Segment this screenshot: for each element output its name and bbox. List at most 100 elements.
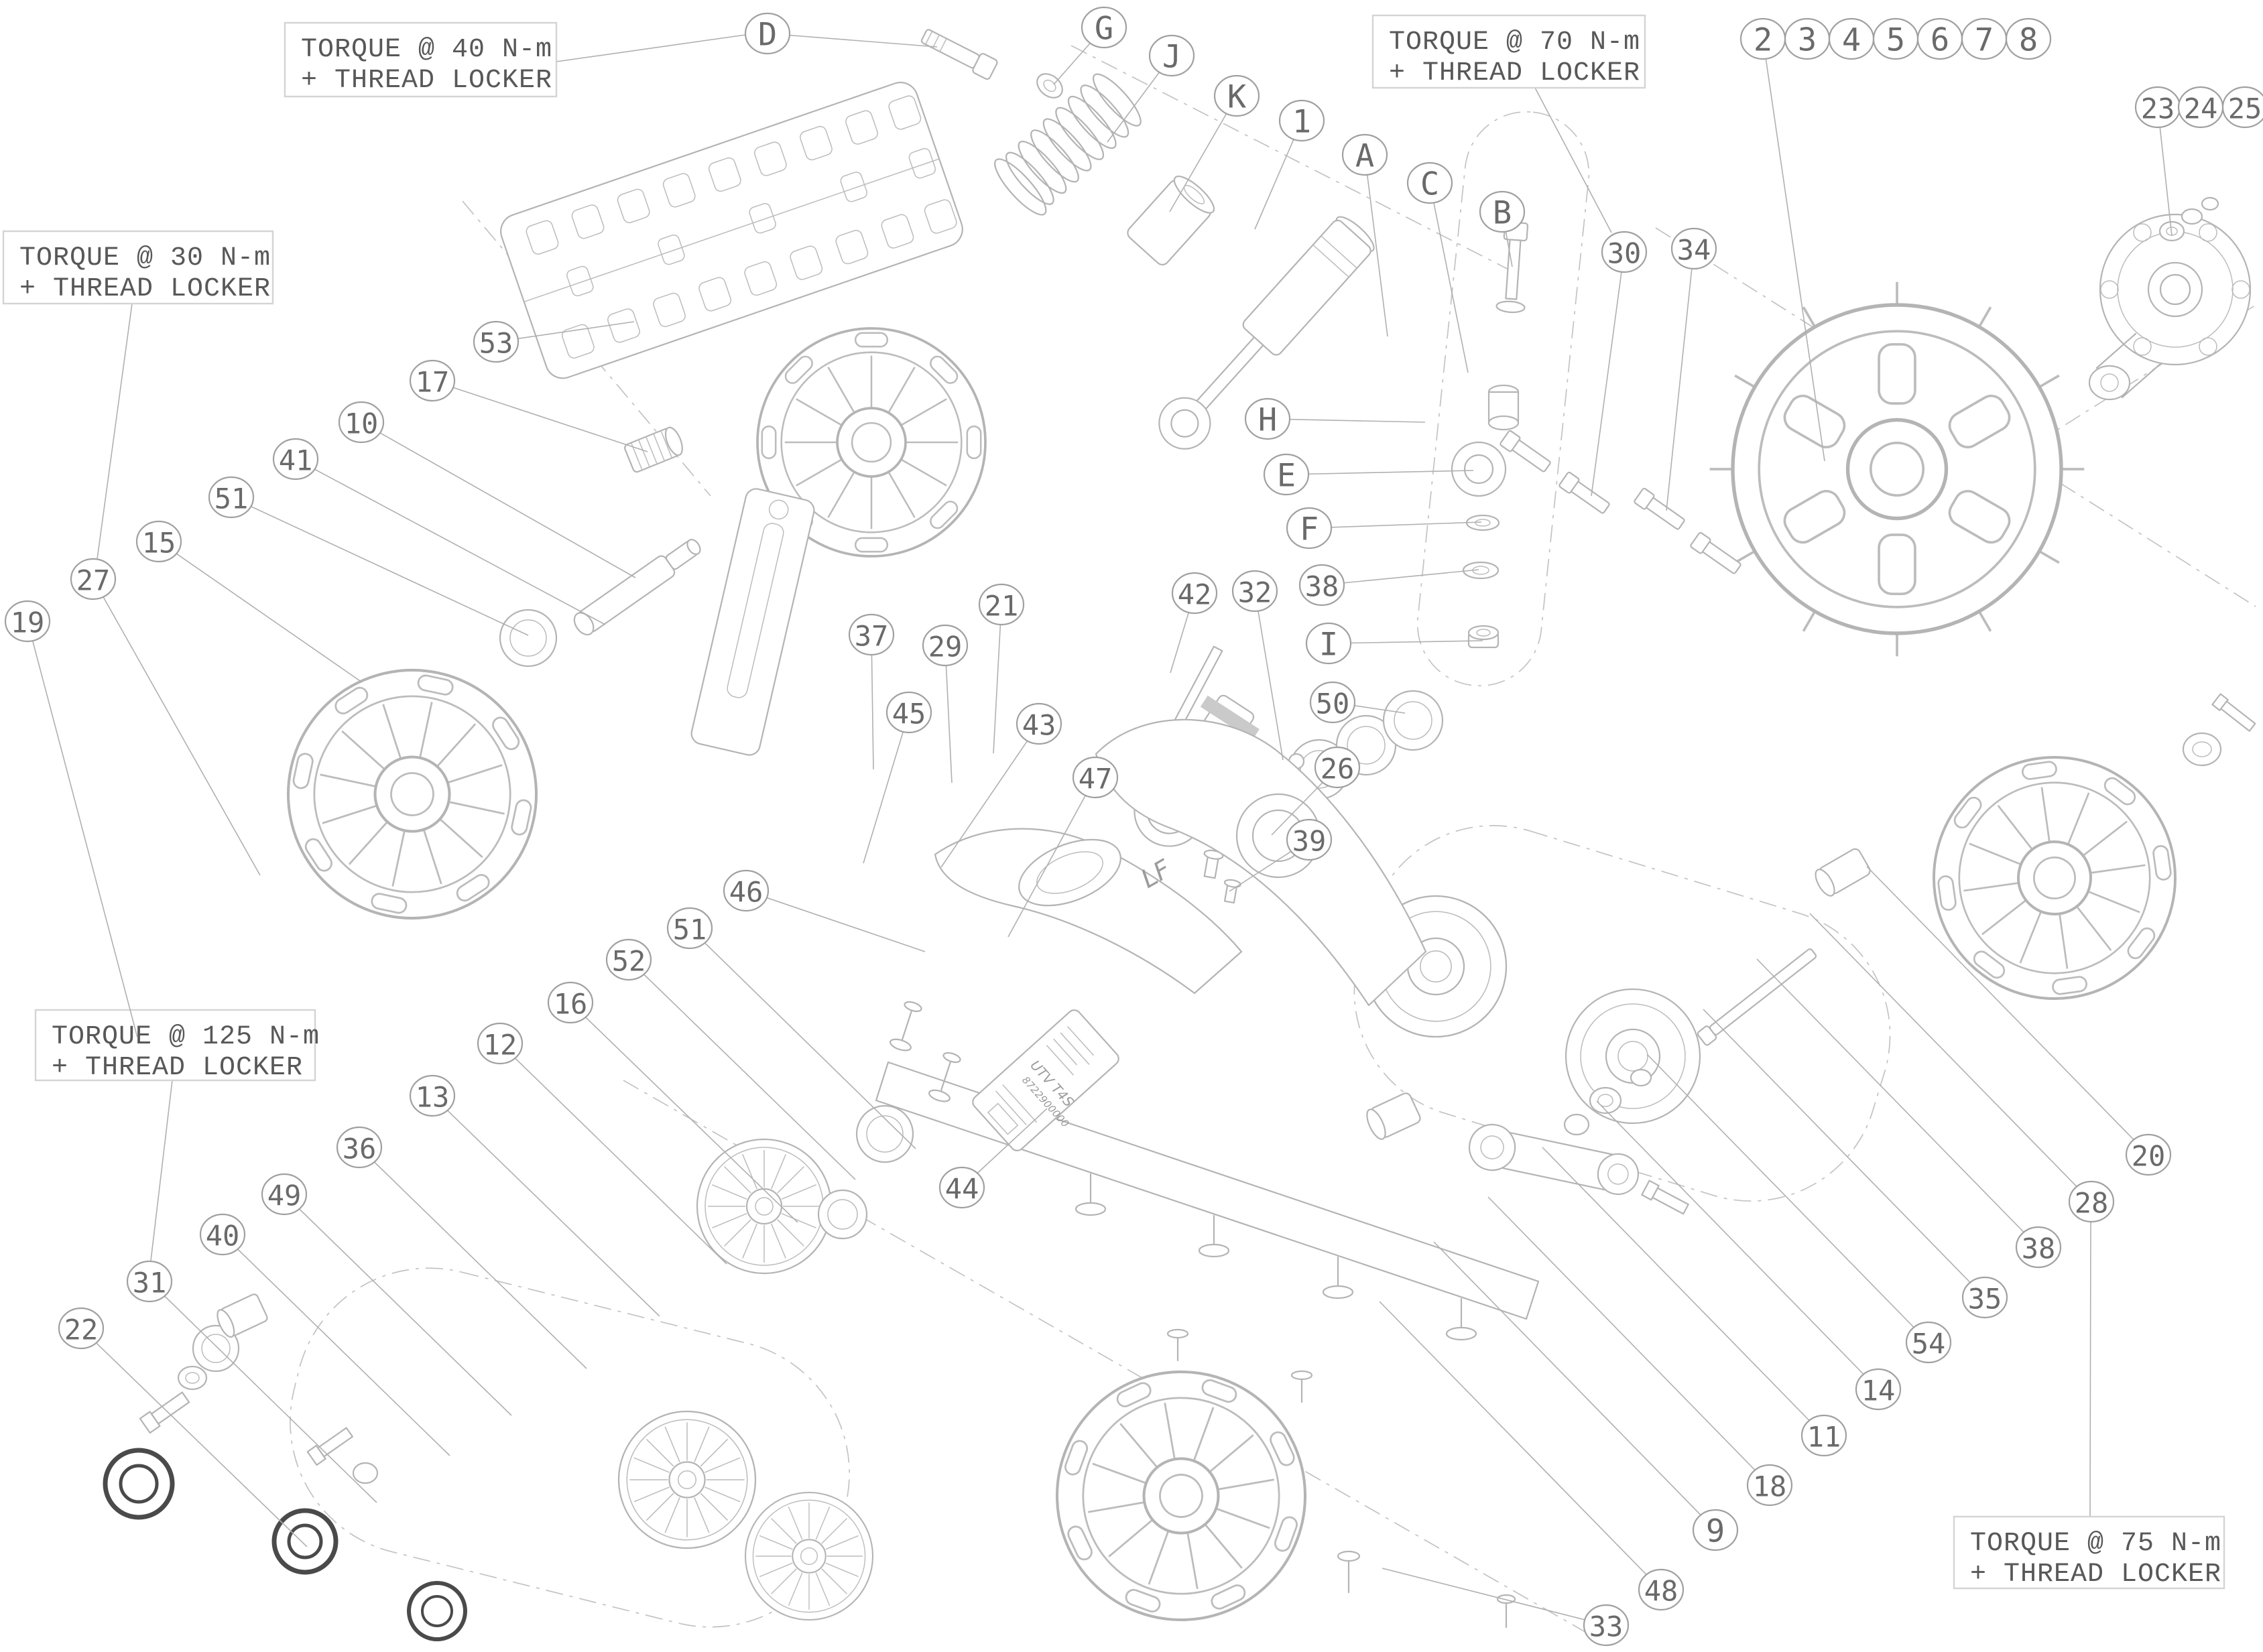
road-wheel-bottom xyxy=(1022,1337,1340,1652)
callout-label: 13 xyxy=(416,1081,450,1114)
callout-bubble xyxy=(409,359,456,402)
callout-32: 32 xyxy=(1231,570,1284,761)
callout-leader-line xyxy=(1169,95,1237,212)
torque-note-70: TORQUE @ 70 N-m+ THREAD LOCKER xyxy=(1371,14,1646,233)
bump-stop xyxy=(1127,176,1215,266)
callout-label: 49 xyxy=(267,1180,302,1212)
callout-A: A xyxy=(1341,133,1388,337)
callout-49: 49 xyxy=(261,1173,512,1416)
bearing-ring-2-inner xyxy=(827,1199,858,1230)
callout-bubble xyxy=(1171,572,1218,615)
torque-note-line2: + THREAD LOCKER xyxy=(1389,58,1640,88)
callout-bubble xyxy=(1213,74,1260,117)
callout-label: 17 xyxy=(416,366,450,399)
callout-leader-line xyxy=(1866,866,2149,1155)
torque-note-line1: TORQUE @ 125 N-m xyxy=(52,1022,320,1052)
callout-label: 51 xyxy=(215,483,249,515)
callout-leader-line xyxy=(1267,418,1426,423)
callout-leader-line xyxy=(1382,1568,1607,1626)
callout-bubble xyxy=(1314,746,1361,789)
callout-bubble xyxy=(199,1213,246,1256)
callout-label: 43 xyxy=(1022,709,1056,742)
callout-bubble xyxy=(70,558,117,600)
small-screw-2 xyxy=(1223,879,1241,904)
callout-E: E xyxy=(1263,453,1474,496)
torque-note-75: TORQUE @ 75 N-m+ THREAD LOCKER xyxy=(1953,1222,2225,1590)
callout-bubble xyxy=(2015,1226,2062,1269)
callout-bubble xyxy=(1263,453,1310,496)
splined-adapter xyxy=(624,426,683,473)
callout-label: 53 xyxy=(479,327,513,360)
callout-label: 18 xyxy=(1753,1470,1787,1503)
callout-46: 46 xyxy=(723,869,926,952)
callout-54: 54 xyxy=(1646,1054,1952,1364)
drive-sprocket xyxy=(1710,282,2085,657)
callout-leader-line xyxy=(231,497,529,636)
right-wheel-hardware xyxy=(2182,693,2256,767)
callout-bubble xyxy=(547,981,594,1024)
callout-label: A xyxy=(1355,138,1374,175)
torque-note-line1: TORQUE @ 75 N-m xyxy=(1970,1529,2221,1559)
torque-note-line2: + THREAD LOCKER xyxy=(1970,1560,2221,1590)
callout-label: 44 xyxy=(945,1173,979,1206)
callout-10: 10 xyxy=(338,401,636,578)
hub-shaft xyxy=(2088,332,2162,401)
frame-rail xyxy=(875,1061,1540,1403)
torque-leader-line xyxy=(150,1080,173,1261)
callout-label: 36 xyxy=(343,1133,377,1165)
callout-leader-line xyxy=(499,1043,727,1265)
callout-13: 13 xyxy=(409,1074,660,1317)
callout-leader-line xyxy=(1756,958,2039,1248)
callout-bubble xyxy=(1231,570,1278,613)
callout-bubble xyxy=(261,1173,308,1216)
callout-7: 7 xyxy=(1961,17,2008,60)
callout-bubble xyxy=(744,12,791,55)
callout-42: 42 xyxy=(1170,572,1218,674)
torque-note-box xyxy=(1371,14,1646,89)
bottom-right-screws xyxy=(1337,1550,1516,1629)
callout-label: 28 xyxy=(2075,1187,2109,1220)
callout-leader-line xyxy=(745,890,926,952)
callout-bubble xyxy=(978,583,1025,626)
callout-16: 16 xyxy=(547,981,798,1223)
callout-bubble xyxy=(1016,702,1062,745)
callout-bubble xyxy=(336,1126,383,1169)
callout-label: D xyxy=(758,17,777,54)
callout-leader-line xyxy=(1487,1196,1770,1486)
callout-label: 19 xyxy=(11,607,45,639)
callout-label: 34 xyxy=(1677,234,1711,267)
torque-note-line2: + THREAD LOCKER xyxy=(301,66,552,96)
callout-label: J xyxy=(1162,39,1181,76)
callout-leader-line xyxy=(1364,154,1388,337)
callout-leader-line xyxy=(1666,248,1695,511)
wheel-bearing-left xyxy=(499,609,558,668)
machinery-artwork xyxy=(103,29,2260,1652)
torque-note-line1: TORQUE @ 40 N-m xyxy=(301,35,552,65)
callout-leader-line xyxy=(2157,107,2173,237)
callout-K: K xyxy=(1169,74,1260,212)
callout-label: 5 xyxy=(1886,22,1905,59)
callout-leader-line xyxy=(1007,777,1096,938)
callout-F: F xyxy=(1286,507,1482,550)
callout-24: 24 xyxy=(2177,86,2224,129)
clevis-eye-inner xyxy=(1036,851,1103,894)
callout-leader-line xyxy=(361,422,636,578)
callout-label: 38 xyxy=(2022,1232,2056,1265)
callout-label: 12 xyxy=(483,1029,517,1062)
callout-bubble xyxy=(1583,1604,1630,1647)
callout-leader-line xyxy=(1328,640,1483,644)
callout-C: C xyxy=(1406,162,1469,373)
bogie-wheel-2 xyxy=(1565,988,1701,1125)
torque-leader-line xyxy=(97,303,133,560)
callout-bubble xyxy=(1479,190,1526,233)
callout-label: 35 xyxy=(1968,1283,2002,1316)
callout-leader-line xyxy=(1703,1009,1985,1298)
clevis-eye xyxy=(1018,838,1121,907)
callout-14: 14 xyxy=(1596,1100,1902,1411)
swing-arm-clevis xyxy=(934,828,1243,995)
shock-mount-bolt xyxy=(920,29,998,80)
callout-bubble xyxy=(922,624,969,667)
callout-35: 35 xyxy=(1703,1009,2008,1319)
callout-label: 15 xyxy=(142,527,176,560)
